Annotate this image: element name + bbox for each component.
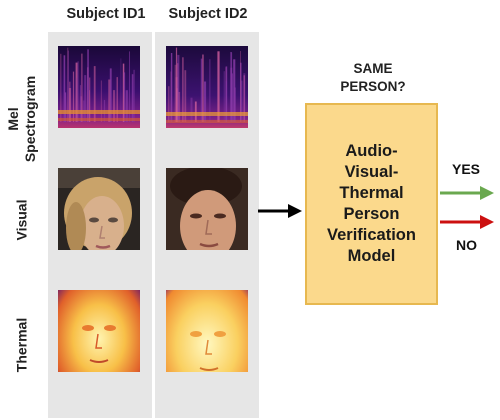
subject-id1-face-image: [58, 168, 140, 250]
spectrogram-streak: [67, 50, 69, 122]
spectrogram-streak: [129, 51, 130, 122]
subject-id1-thermal-image: [58, 290, 140, 372]
input-arrow: [258, 204, 302, 218]
thermal-svg-2: [166, 290, 248, 372]
question-line: PERSON?: [340, 79, 406, 94]
subject-id2-spectrogram-image: [166, 46, 248, 128]
spectrogram-streak: [108, 79, 111, 122]
no-arrow: [440, 215, 494, 229]
yes-arrow: [440, 186, 494, 200]
same-person-question: SAME PERSON?: [308, 60, 438, 96]
spectrogram-streak: [120, 58, 122, 122]
spectrogram-streak: [202, 54, 204, 122]
spectrogram-streak: [223, 71, 225, 122]
spectrogram-streak: [233, 59, 236, 122]
spectrogram-streak: [63, 55, 66, 122]
model-title-line: Model: [347, 247, 396, 265]
spectrogram-streak: [116, 77, 118, 122]
model-title-line: Person: [343, 205, 400, 223]
spectrogram-streak: [243, 73, 246, 122]
spectrogram-streak: [209, 59, 211, 122]
spectrogram-streak: [243, 75, 245, 122]
spectrogram-streak: [64, 92, 67, 122]
spectrogram-streak: [182, 57, 184, 122]
spectrogram-streak: [60, 53, 62, 122]
spectrogram-streak: [80, 96, 83, 122]
spectrogram-streak: [79, 85, 81, 122]
spectrogram-streak: [109, 68, 112, 122]
spectrogram-streak: [122, 63, 125, 122]
no-label: NO: [456, 237, 477, 253]
spectrogram-streak: [76, 77, 77, 122]
spectrogram-streak: [225, 81, 227, 122]
spectrogram-streak: [125, 90, 128, 122]
subject-id2-header: Subject ID2: [168, 6, 248, 22]
spectrogram-streak: [190, 97, 193, 122]
subject-id2-face-image: [166, 168, 248, 250]
spectrogram-streak: [177, 54, 180, 122]
subject-id1-header: Subject ID1: [66, 6, 146, 22]
spectrogram-streak: [241, 80, 243, 122]
spectrogram-streak: [170, 53, 173, 122]
spectrogram-streak: [204, 81, 207, 122]
spectrogram-streak: [89, 90, 90, 122]
spectrogram-streak: [93, 66, 96, 122]
spectrogram-streak: [68, 88, 72, 122]
spectrogram-streak: [234, 87, 236, 122]
spectrogram-streak: [184, 70, 187, 122]
model-title-line: Audio-: [345, 142, 398, 160]
question-line: SAME: [353, 61, 393, 76]
spectrogram-streak: [217, 51, 220, 122]
spectrogram-streak: [131, 74, 134, 122]
subject-id2-thermal-image: [166, 290, 248, 372]
spectrogram-svg-1: [58, 46, 140, 128]
face-svg-2: [166, 168, 248, 250]
model-title: Audio- Visual- Thermal Person Verificati…: [317, 141, 427, 267]
subject-id1-spectrogram-image: [58, 46, 140, 128]
spectrogram-streak: [113, 90, 116, 122]
verification-model-box: Audio- Visual- Thermal Person Verificati…: [305, 103, 438, 305]
model-title-line: Verification: [327, 226, 416, 244]
thermal-svg-1: [58, 290, 140, 372]
model-title-line: Visual-: [344, 163, 399, 181]
spectrogram-streak: [123, 72, 126, 122]
spectrogram-streak: [200, 58, 203, 122]
spectrogram-streak: [168, 86, 170, 122]
spectrogram-streak: [84, 75, 87, 122]
spectrogram-streak: [87, 49, 89, 122]
spectrogram-streak: [89, 77, 91, 122]
spectrogram-streak: [100, 80, 102, 122]
yes-label: YES: [452, 161, 481, 177]
spectrogram-streak: [81, 53, 83, 122]
face-svg-1: [58, 168, 140, 250]
spectrogram-streak: [77, 61, 79, 122]
spectrogram-streak: [240, 62, 242, 122]
model-title-line: Thermal: [339, 184, 404, 202]
spectrogram-svg-2: [166, 46, 248, 128]
spectrogram-streak: [67, 47, 69, 123]
spectrogram-streak: [174, 64, 177, 122]
spectrogram-streak: [133, 69, 135, 122]
spectrogram-streak: [230, 67, 233, 122]
spectrogram-streak: [75, 62, 78, 122]
spectrogram-streak: [240, 51, 241, 122]
spectrogram-streak: [72, 71, 75, 122]
spectrogram-streak: [175, 47, 178, 122]
spectrogram-streak: [194, 101, 197, 122]
